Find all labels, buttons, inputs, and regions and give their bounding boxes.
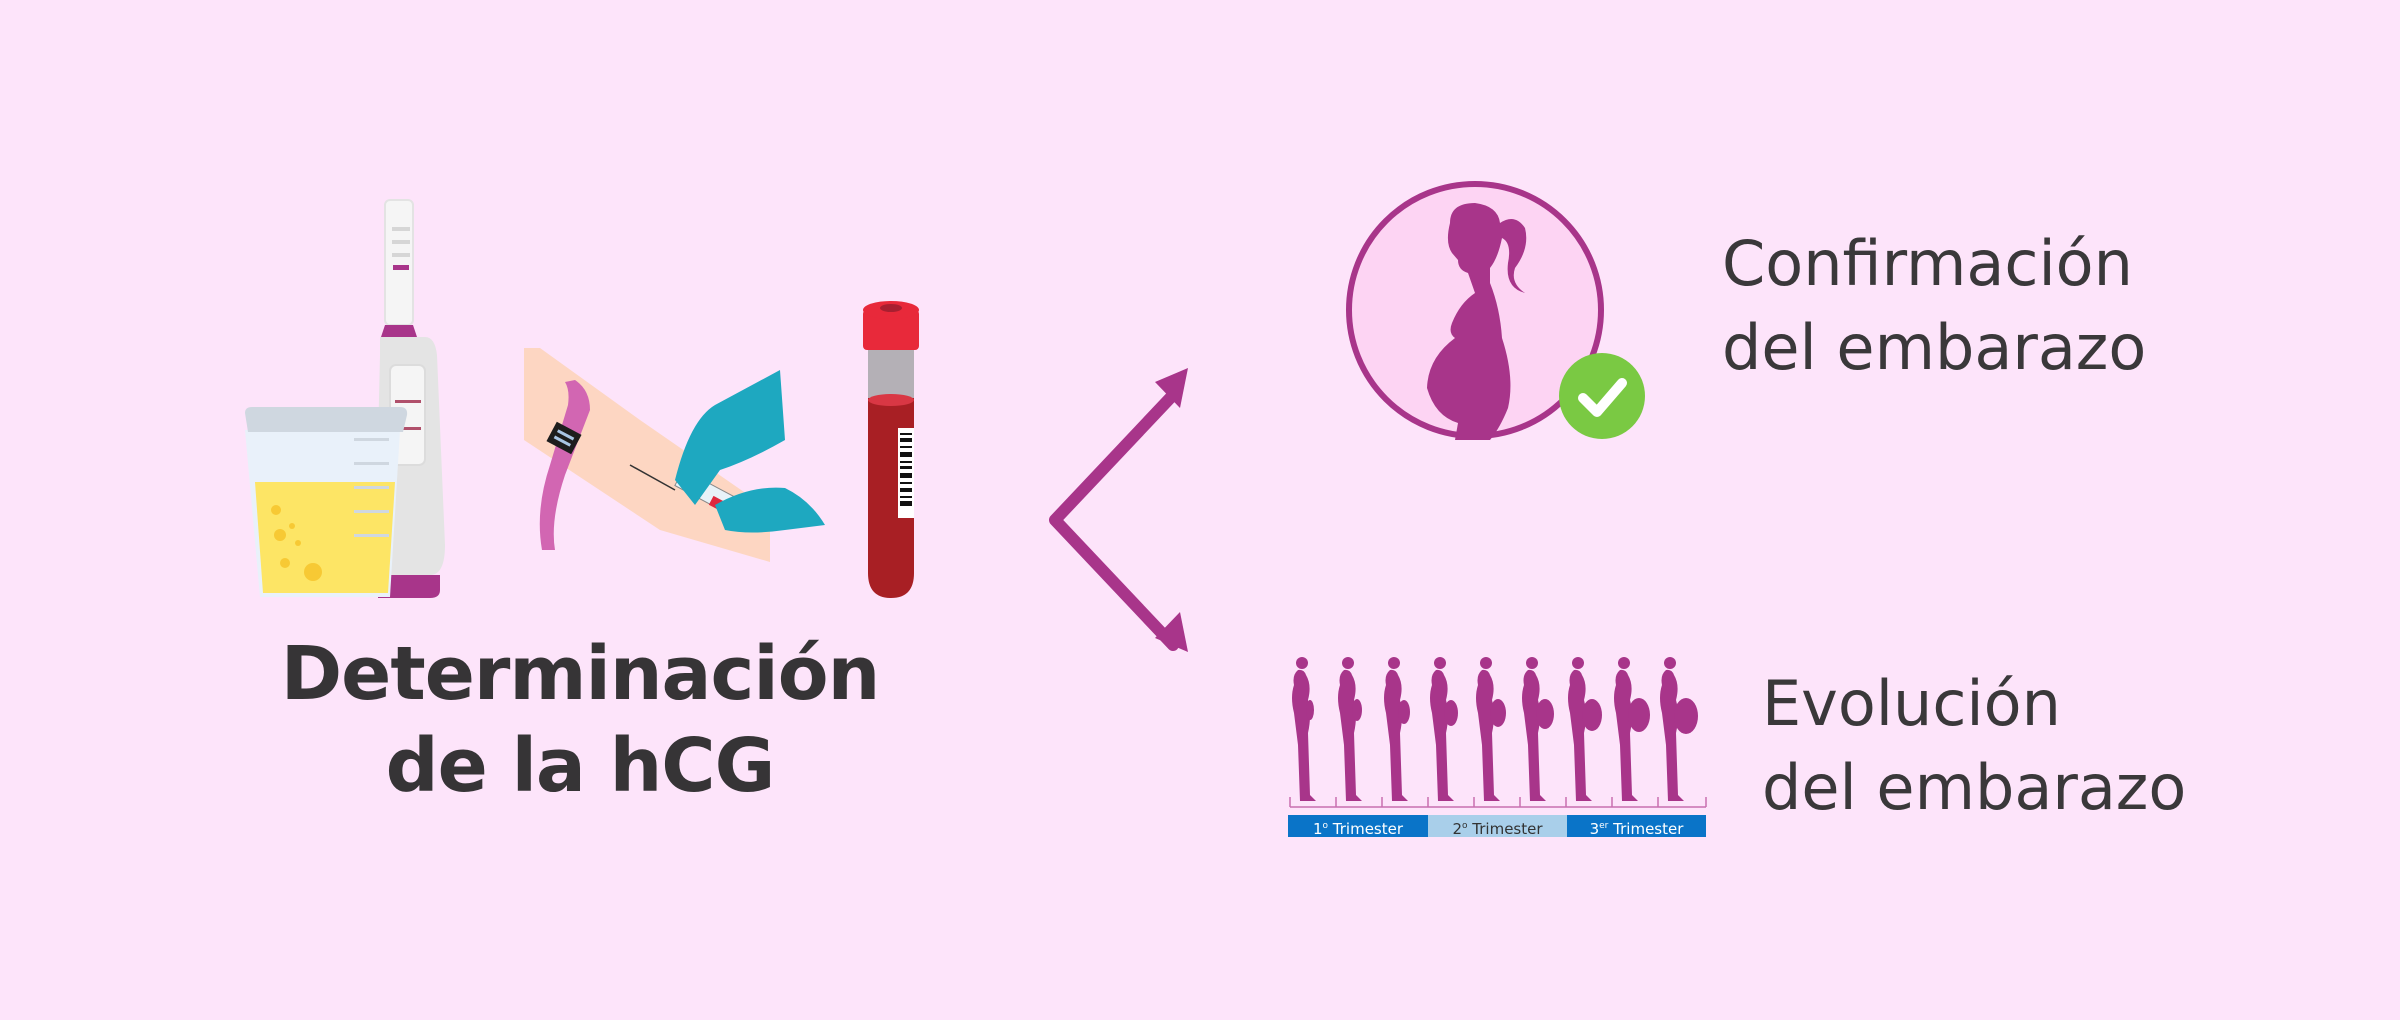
branching-arrows-icon	[1049, 368, 1188, 652]
trimester-1-bar: 1o Trimester	[1288, 815, 1428, 838]
blood-sample-tube-icon	[863, 301, 919, 598]
blood-draw-arm-icon	[524, 348, 825, 562]
outcome-line-2: del embarazo	[1722, 311, 2147, 384]
outcome-confirmation-label: Confirmación del embarazo	[1722, 222, 2146, 390]
outcome-evolution-label: Evolución del embarazo	[1762, 662, 2186, 830]
title-line-2: de la hCG	[385, 723, 776, 809]
pregnant-woman-check-icon	[1346, 181, 1645, 440]
trimester-3-bar: 3er Trimester	[1567, 815, 1706, 838]
outcome-line-1: Confirmación	[1722, 227, 2133, 300]
title-line-1: Determinación	[280, 631, 881, 717]
trimester-2-bar: 2o Trimester	[1428, 815, 1567, 838]
outcome-line-2: del embarazo	[1762, 751, 2187, 824]
pregnancy-progression-icon	[1289, 657, 1707, 808]
outcome-line-1: Evolución	[1762, 667, 2061, 740]
urine-test-icon	[245, 199, 445, 598]
hcg-title: Determinación de la hCG	[250, 628, 910, 812]
